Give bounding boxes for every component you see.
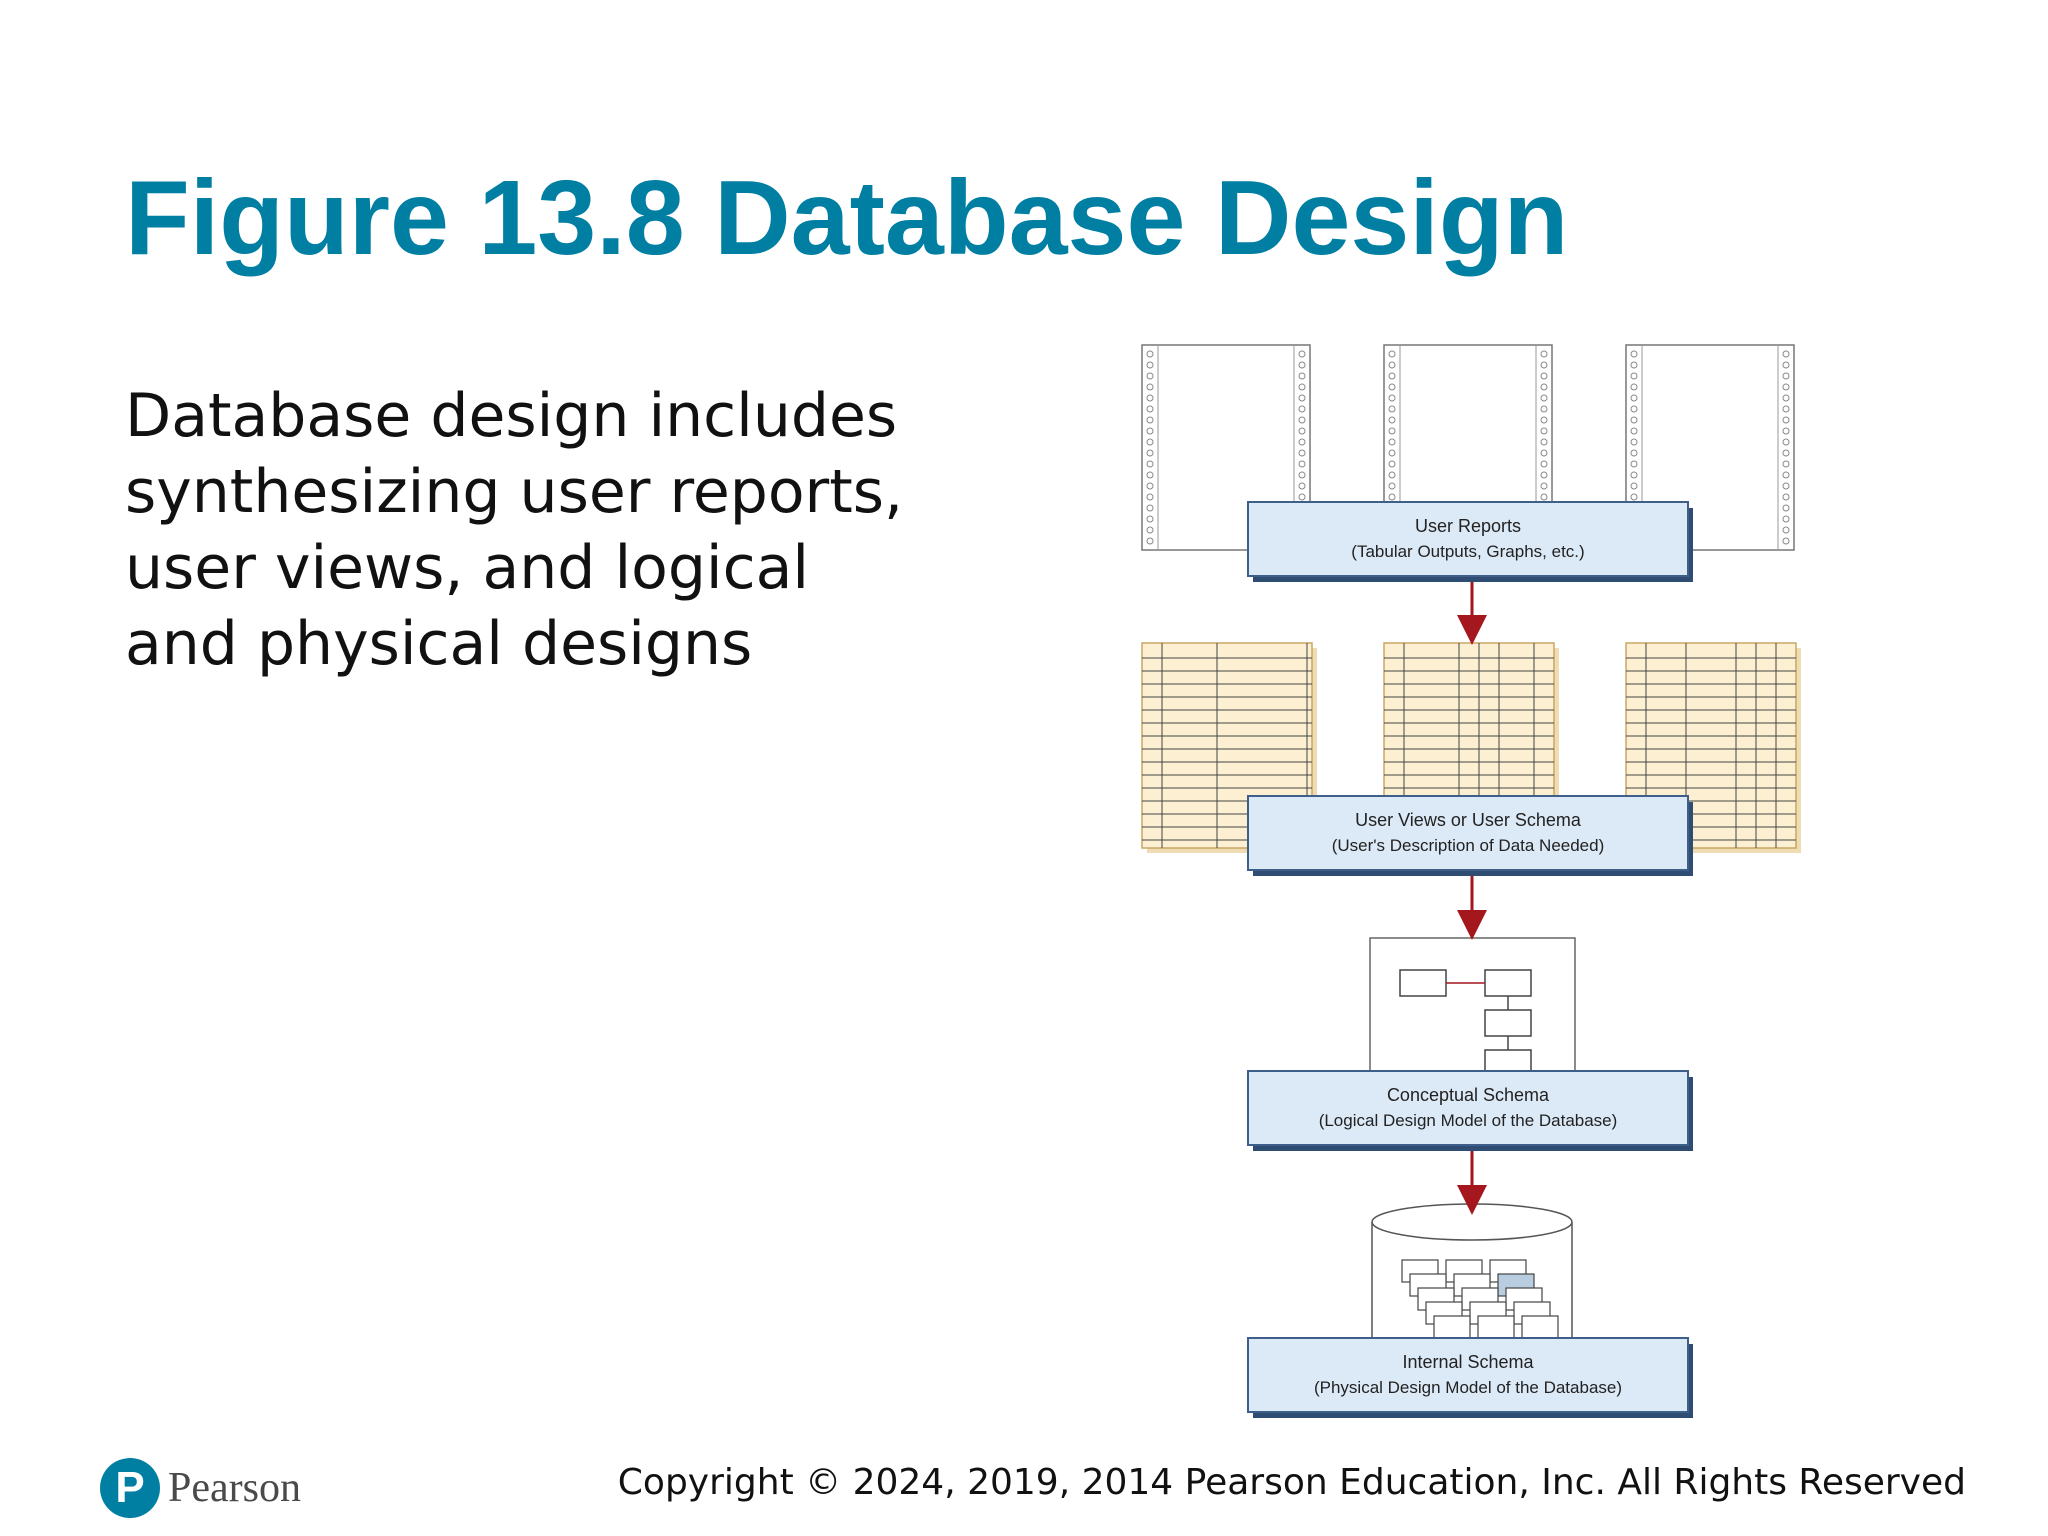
body-line: synthesizing user reports, (125, 457, 904, 527)
stage-sublabel: (Logical Design Model of the Database) (1319, 1111, 1618, 1130)
copyright-notice: Copyright © 2024, 2019, 2014 Pearson Edu… (617, 1462, 1966, 1503)
storage-card (1477, 1315, 1515, 1339)
pearson-logo-word: Pearson (168, 1465, 301, 1511)
stage-label: Internal Schema (1402, 1352, 1534, 1372)
stage-label: User Reports (1415, 516, 1521, 536)
body-line: and physical designs (125, 609, 753, 679)
slide-title: Figure 13.8 Database Design (125, 159, 1569, 277)
body-line: user views, and logical (125, 533, 810, 603)
storage-card (1521, 1315, 1559, 1339)
stage-internal-schema: Internal Schema (Physical Design Model o… (1247, 1337, 1693, 1418)
stage-user-reports: User Reports (Tabular Outputs, Graphs, e… (1247, 501, 1693, 582)
slide-body-text: Database design includes synthesizing us… (125, 378, 925, 682)
database-design-diagram: User Reports (Tabular Outputs, Graphs, e… (1141, 344, 1801, 1418)
pearson-logo-icon: P (100, 1458, 160, 1518)
storage-card (1433, 1315, 1471, 1339)
stage-sublabel: (Tabular Outputs, Graphs, etc.) (1351, 542, 1584, 561)
stage-sublabel: (User's Description of Data Needed) (1332, 836, 1605, 855)
stage-user-views: User Views or User Schema (User's Descri… (1247, 795, 1693, 876)
stage-label: User Views or User Schema (1355, 810, 1582, 830)
conceptual-schema-diagram (1369, 937, 1576, 1079)
database-cylinder-icon (1371, 1203, 1573, 1351)
body-line: Database design includes (125, 381, 898, 451)
stage-conceptual-schema: Conceptual Schema (Logical Design Model … (1247, 1070, 1693, 1151)
stage-label: Conceptual Schema (1387, 1085, 1550, 1105)
stage-sublabel: (Physical Design Model of the Database) (1314, 1378, 1622, 1397)
user-view-tables (1141, 642, 1801, 853)
user-view-table (1625, 642, 1801, 853)
report-printout (1141, 344, 1311, 551)
